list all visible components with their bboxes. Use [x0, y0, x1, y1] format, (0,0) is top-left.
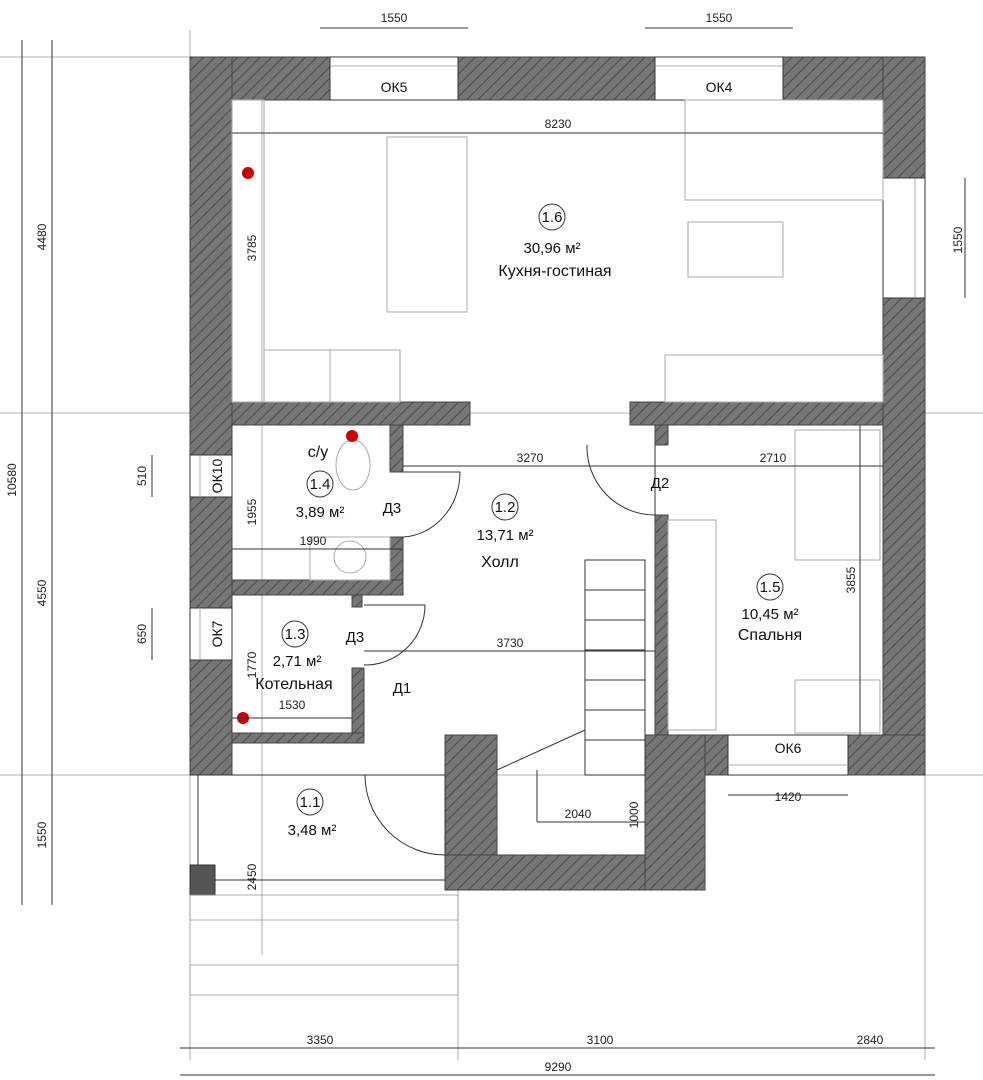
window-ok7: ОК7: [189, 607, 233, 661]
label: 3100: [587, 1033, 614, 1047]
label: 2040: [565, 807, 592, 821]
label: Котельная: [255, 676, 332, 693]
label: 1.2: [495, 499, 516, 516]
grid-lines: [0, 30, 983, 1060]
label: 1.1: [300, 794, 321, 811]
label: 1990: [300, 534, 327, 548]
room-wc: с/у 1.4 3,89 м²: [296, 444, 345, 521]
door-label-entrance: Д1: [393, 680, 412, 697]
dining-table: [386, 136, 468, 313]
label: 3,89 м²: [296, 504, 345, 521]
door-label-boiler: Д3: [346, 629, 365, 646]
label: 1530: [279, 698, 306, 712]
label: 510: [135, 466, 149, 486]
label: 1420: [775, 790, 802, 804]
room-porch: 1.1 3,48 м²: [288, 788, 337, 839]
label: 1.6: [542, 209, 563, 226]
label: 1770: [245, 651, 259, 678]
label: 8230: [545, 117, 572, 131]
label: 3,48 м²: [288, 822, 337, 839]
window-label: ОК5: [381, 79, 408, 95]
label: с/у: [308, 444, 328, 461]
room-hall: 1.2 13,71 м² Холл: [476, 493, 534, 571]
label: 1550: [706, 11, 733, 25]
window-ok4: ОК4: [654, 56, 784, 101]
room-bedroom: 1.5 10,45 м² Спальня: [738, 573, 802, 644]
doors: [363, 444, 656, 856]
label: 1550: [381, 11, 408, 25]
label: 13,71 м²: [476, 527, 533, 544]
label: 10580: [5, 463, 19, 497]
label: Спальня: [738, 627, 802, 644]
kitchen-counter: [231, 99, 265, 403]
room-boiler: 1.3 2,71 м² Котельная: [255, 620, 333, 693]
exterior-dimension-lines: [21, 27, 966, 1076]
label: 3270: [517, 451, 544, 465]
label: 9290: [545, 1060, 572, 1074]
porch: [189, 774, 459, 996]
label: 3785: [245, 234, 259, 261]
label: 3350: [307, 1033, 334, 1047]
label: 2450: [245, 863, 259, 890]
stairs: [496, 559, 646, 776]
label: 1.4: [310, 476, 331, 493]
window-label: ОК4: [706, 79, 733, 95]
label: 4550: [35, 579, 49, 606]
window-right: [882, 177, 926, 299]
sofa: [684, 99, 884, 201]
sink: [309, 536, 391, 581]
label: 1000: [627, 801, 641, 828]
toilet: [335, 439, 371, 491]
label: 30,96 м²: [523, 240, 580, 257]
label: 10,45 м²: [741, 606, 798, 623]
desk: [794, 679, 881, 734]
label: Холл: [481, 554, 519, 571]
label: 1955: [245, 498, 259, 525]
label: 2,71 м²: [273, 653, 322, 670]
label: Кухня-гостиная: [498, 263, 611, 280]
label: 3855: [844, 566, 858, 593]
bed: [794, 429, 881, 561]
walls: [189, 56, 926, 896]
windows: ОК5 ОК4 ОК10 ОК7 ОК6: [189, 56, 926, 776]
label: 1.3: [285, 626, 306, 643]
label: 1550: [951, 226, 965, 253]
window-label: ОК6: [775, 740, 802, 756]
label: 2840: [857, 1033, 884, 1047]
room-kitchen-living: 1.6 30,96 м² Кухня-гостиная: [498, 203, 612, 280]
door-label-wc: Д3: [383, 500, 402, 517]
interior-dimensions: 8230 3785 3270 2710 1955 1990 3855 1770 …: [245, 117, 858, 890]
door-label-bedroom: Д2: [651, 475, 670, 492]
label: 3730: [497, 636, 524, 650]
wardrobe: [667, 519, 717, 731]
exterior-dimensions: 1550 1550 10580 4480 4550 1550 510 650 1…: [5, 11, 965, 1074]
coffee-table: [687, 221, 784, 278]
label: 1.5: [760, 579, 781, 596]
window-ok6: ОК6: [727, 734, 849, 776]
label: 1550: [35, 821, 49, 848]
tv-stand: [664, 354, 884, 403]
window-ok10: ОК10: [189, 454, 233, 498]
label: 2710: [760, 451, 787, 465]
label: 4480: [35, 223, 49, 250]
interior-dimension-lines: [232, 132, 883, 823]
label: 650: [135, 624, 149, 644]
window-ok5: ОК5: [329, 56, 459, 101]
window-label: ОК10: [209, 458, 225, 493]
window-label: ОК7: [209, 620, 225, 647]
